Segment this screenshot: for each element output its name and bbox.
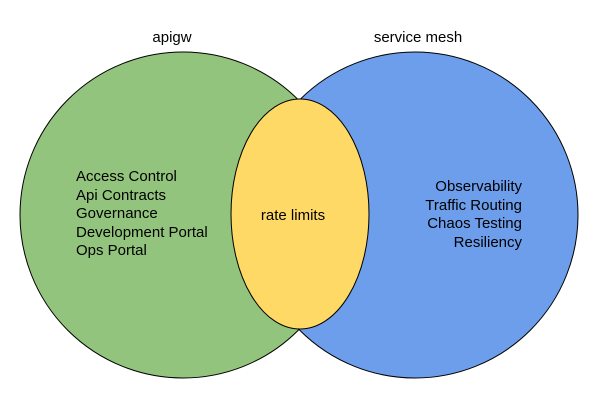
right-set-items: Observability Traffic Routing Chaos Test… [425, 178, 522, 252]
right-set-item: Chaos Testing [427, 215, 522, 233]
right-set-title: service mesh [373, 29, 463, 46]
left-set-item: Api Contracts [76, 186, 167, 204]
left-set-item: Governance [76, 205, 158, 223]
left-set-title: apigw [152, 29, 192, 46]
intersection-label: rate limits [260, 207, 326, 224]
left-set-items: Access Control Api Contracts Governance … [76, 168, 208, 261]
left-set-item: Development Portal [76, 223, 208, 241]
left-set-item: Access Control [76, 168, 177, 185]
right-set-item: Observability [435, 178, 522, 195]
left-set-item: Ops Portal [76, 242, 147, 260]
right-set-item: Resiliency [453, 233, 522, 251]
intersection-ellipse-shape [230, 98, 370, 330]
right-set-item: Traffic Routing [425, 196, 522, 214]
